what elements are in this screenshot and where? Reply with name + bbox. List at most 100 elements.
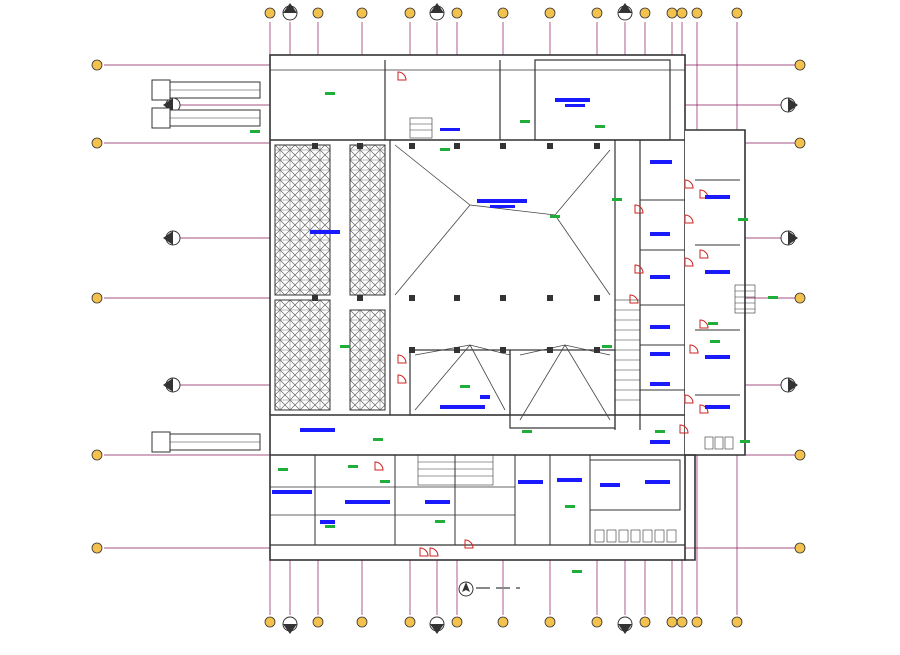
room-area-tag [340,345,350,348]
structural-columns [312,143,600,353]
column [500,295,506,301]
door-swing-icon [684,394,694,404]
room-area-tag [440,148,450,151]
grid-bubble-icon [794,449,806,461]
column [547,143,553,149]
room-area-tag [250,130,260,133]
column [454,347,460,353]
door-swing-icon [684,179,694,189]
room-area-tag [768,296,778,299]
column [454,295,460,301]
room-area-tag [572,570,582,573]
door-swing-icon [374,461,384,471]
toilet-fixture [642,529,653,543]
room-name-label [705,195,730,199]
section-marker-icon [282,3,298,21]
door-swing-icon [397,354,407,364]
room-name-label [440,128,460,131]
room-area-tag [708,322,718,325]
toilet-fixture [704,436,714,450]
room-area-tag [520,120,530,123]
room-name-label [565,104,585,107]
section-marker-icon [617,616,633,634]
section-marker-icon [163,377,181,393]
room-area-tag [435,520,445,523]
room-name-label [310,230,340,234]
toilet-fixture [654,529,665,543]
grid-bubble-icon [794,542,806,554]
toilet-fixture [606,529,617,543]
grid-bubble-icon [666,7,678,19]
door-swing-icon [464,539,474,549]
section-marker-icon [282,616,298,634]
door-swing-icon [699,319,709,329]
door-swings [374,71,709,557]
door-swing-icon [397,374,407,384]
toilet-fixtures [594,436,734,543]
room-area-tag [602,345,612,348]
door-swing-icon [419,547,429,557]
column [594,143,600,149]
column [594,347,600,353]
storage-racks [274,144,386,411]
room-name-label [650,325,670,329]
grid-bubble-icon [91,137,103,149]
grid-bubble-icon [691,616,703,628]
room-name-label [705,355,730,359]
room-name-label [480,395,490,399]
grid-bubble-icon [794,137,806,149]
room-area-tag [550,215,560,218]
grid-bubble-icon [264,616,276,628]
roof-hip-lines [394,144,611,421]
room-name-label [557,478,582,482]
grid-bubble-icon [404,616,416,628]
room-area-tag [380,480,390,483]
room-name-label [705,270,730,274]
building-walls [269,54,746,561]
room-area-tag [595,125,605,128]
room-name-label [345,500,390,504]
room-name-label [650,160,672,164]
room-name-label [300,428,335,432]
grid-bubble-icon [91,542,103,554]
grid-bubble-icon [91,59,103,71]
section-marker-icon [163,230,181,246]
vehicle-icon [151,107,261,129]
grid-bubble-icon [591,7,603,19]
stairs [409,117,756,486]
grid-bubbles [91,3,806,634]
column [547,347,553,353]
column [357,143,363,149]
section-marker-icon [780,230,798,246]
room-name-label [600,483,620,487]
toilet-fixture [666,529,677,543]
room-name-label [650,382,670,386]
room-name-label [705,405,730,409]
grid-bubble-icon [691,7,703,19]
section-marker-icon [429,616,445,634]
room-area-tag [460,385,470,388]
room-name-label [645,480,670,484]
grid-bubble-icon [91,292,103,304]
room-name-label [490,205,515,208]
column [500,347,506,353]
grid-bubble-icon [497,616,509,628]
door-swing-icon [684,214,694,224]
grid-bubble-icon [356,616,368,628]
room-area-tag [325,525,335,528]
column [312,143,318,149]
grid-bubble-icon [676,616,688,628]
room-area-tag [710,340,720,343]
room-name-label [650,232,670,236]
room-area-tags [250,92,778,573]
door-swing-icon [634,264,644,274]
toilet-fixture [630,529,641,543]
room-name-label [650,352,670,356]
door-swing-icon [429,547,439,557]
room-area-tag [565,505,575,508]
grid-bubble-icon [404,7,416,19]
room-area-tag [278,468,288,471]
door-swing-icon [699,249,709,259]
room-area-tag [738,218,748,221]
grid-bubble-icon [794,59,806,71]
